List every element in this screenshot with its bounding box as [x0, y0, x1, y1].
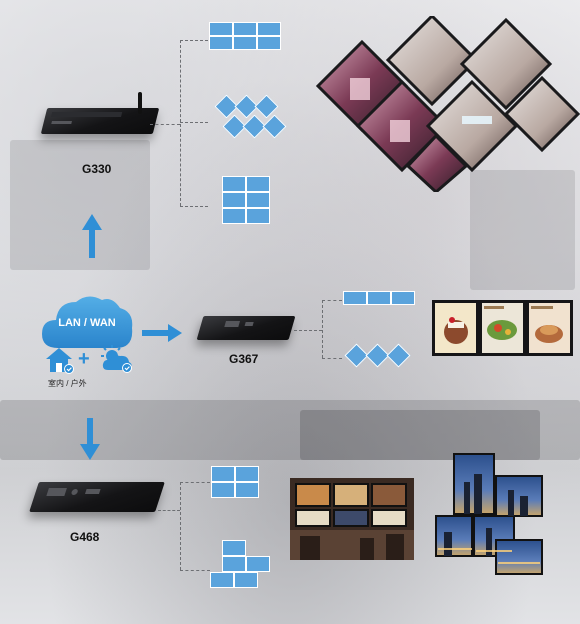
weather-icon — [101, 345, 132, 373]
g330-connector-b — [180, 122, 208, 123]
background-counter — [0, 400, 580, 460]
g330-label: G330 — [82, 162, 112, 176]
g468-connector-a — [180, 482, 210, 483]
g468-connector-b — [180, 570, 210, 571]
arrow-up-icon — [82, 214, 102, 258]
house-icon — [46, 348, 74, 374]
environment-label: 室内 / 户外 — [48, 379, 87, 388]
g367-label: G367 — [229, 352, 259, 366]
g367-connector-b — [322, 358, 342, 359]
g468-device — [29, 482, 165, 512]
g468-label: G468 — [70, 530, 100, 544]
cloud-label: LAN / WAN — [58, 317, 116, 329]
plus-sign: + — [78, 348, 90, 370]
g367-connector-trunk — [322, 300, 323, 358]
cloud-icon — [42, 296, 133, 348]
restaurant-menu-wall-photo — [290, 478, 414, 560]
g367-device — [196, 316, 296, 340]
g367-connector-a — [322, 300, 342, 301]
menu-board-displays-photo — [432, 300, 573, 356]
g468-connector-main — [158, 510, 180, 511]
g330-connector-main — [150, 124, 180, 125]
diamond-video-wall-photo — [316, 16, 580, 192]
g367-connector-main — [294, 330, 322, 331]
g330-connector-a — [180, 40, 208, 41]
city-skyline-mosaic-photo — [435, 453, 543, 575]
g330-connector-c — [180, 206, 208, 207]
g330-connector-trunk — [180, 40, 181, 206]
background-menu-board — [300, 410, 540, 460]
background-clothing-display — [470, 170, 575, 290]
g468-connector-trunk — [180, 482, 181, 570]
background-clothes-rack — [10, 140, 150, 270]
g330-antenna — [138, 92, 142, 114]
arrow-right-icon — [142, 324, 182, 342]
arrow-down-icon — [80, 418, 100, 460]
